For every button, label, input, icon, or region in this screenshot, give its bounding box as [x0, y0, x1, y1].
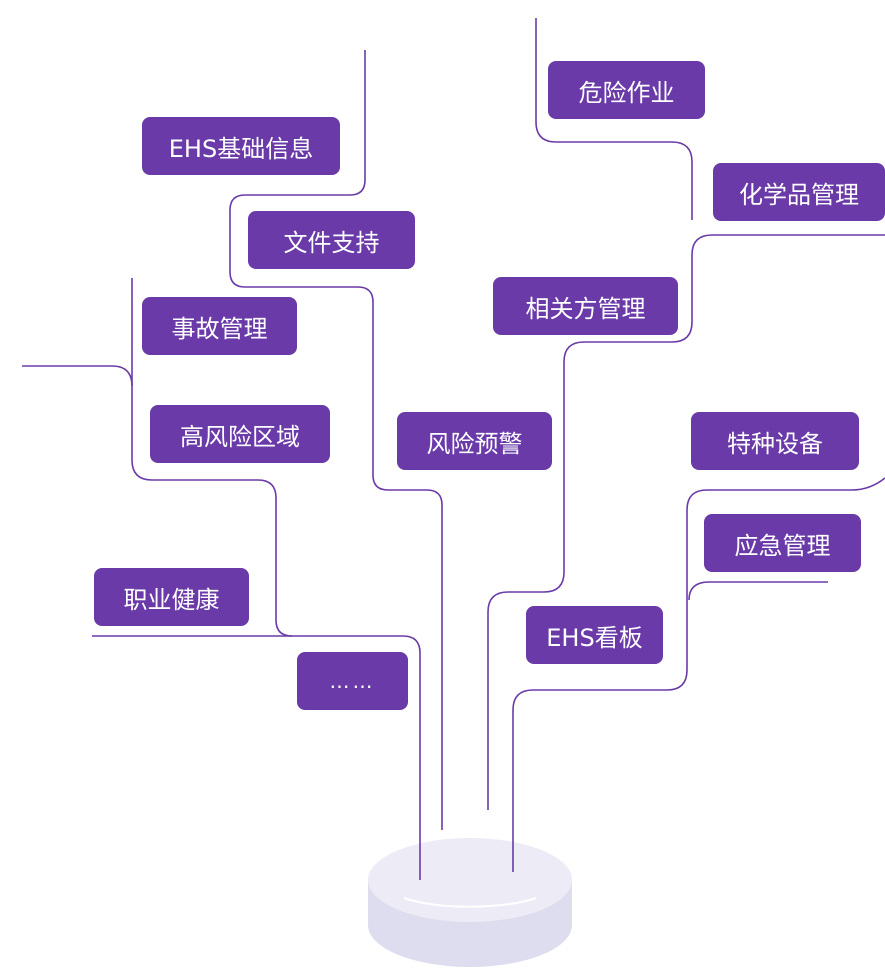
branch-line-chemical [487, 234, 885, 810]
branch-line-emergency [688, 581, 828, 601]
branch-lines [22, 18, 885, 880]
node-special-equipment: 特种设备 [691, 412, 859, 470]
node-dangerous-work: 危险作业 [548, 61, 705, 119]
branch-line-accident [22, 365, 133, 387]
node-occupational-health: 职业健康 [94, 568, 249, 626]
node-high-risk-area: 高风险区域 [150, 405, 330, 463]
base-top [368, 838, 572, 922]
branch-line-left [131, 278, 421, 880]
node-accident-mgmt: 事故管理 [142, 297, 297, 355]
node-emergency-mgmt: 应急管理 [704, 514, 861, 572]
node-related-party-mgmt: 相关方管理 [493, 277, 678, 335]
branch-line-dangerous [535, 18, 693, 220]
node-file-support: 文件支持 [248, 211, 415, 269]
node-risk-warning: 风险预警 [397, 412, 552, 470]
node-more: …… [297, 652, 408, 710]
tree-base [368, 838, 572, 967]
node-ehs-basic-info: EHS基础信息 [142, 117, 340, 175]
node-ehs-dashboard: EHS看板 [526, 606, 663, 664]
node-chemical-mgmt: 化学品管理 [713, 163, 885, 221]
branch-line-ehs-basic [229, 50, 443, 830]
branch-line-special [512, 477, 885, 872]
